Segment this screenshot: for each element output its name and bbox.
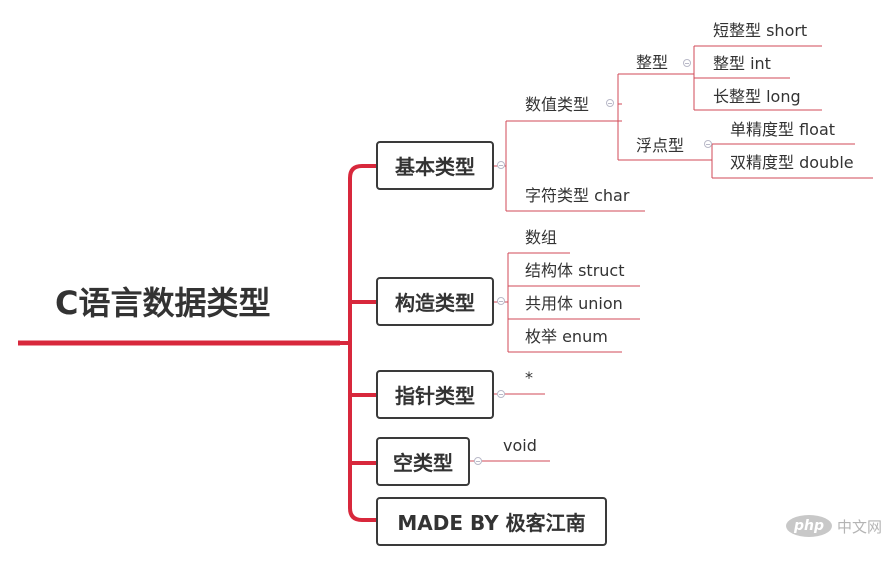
node-short[interactable]: 短整型 short <box>713 21 808 40</box>
collapse-toggle-pointer[interactable] <box>497 390 505 398</box>
node-union[interactable]: 共用体 union <box>525 294 623 313</box>
node-void[interactable]: void <box>503 436 537 455</box>
node-double[interactable]: 双精度型 double <box>730 153 854 172</box>
collapse-toggle-composite[interactable] <box>497 297 505 305</box>
collapse-toggle-void[interactable] <box>474 457 482 465</box>
node-enum[interactable]: 枚举 enum <box>525 327 608 346</box>
node-pointer-star[interactable]: * <box>525 368 533 387</box>
node-composite-types[interactable]: 构造类型 <box>376 277 494 326</box>
node-void-type[interactable]: 空类型 <box>376 437 470 486</box>
collapse-toggle-float[interactable] <box>704 140 712 148</box>
node-float-types[interactable]: 浮点型 <box>636 136 685 155</box>
watermark-text: 中文网 <box>837 517 883 536</box>
node-made-by[interactable]: MADE BY 极客江南 <box>376 497 607 546</box>
node-pointer-types[interactable]: 指针类型 <box>376 370 494 419</box>
node-integer[interactable]: 整型 <box>636 53 669 72</box>
watermark: php 中文网 <box>786 515 882 537</box>
node-struct[interactable]: 结构体 struct <box>525 261 625 280</box>
node-int[interactable]: 整型 int <box>713 54 771 73</box>
collapse-toggle-integer[interactable] <box>683 59 691 67</box>
php-logo-icon: php <box>786 515 833 537</box>
collapse-toggle-basic[interactable] <box>497 161 505 169</box>
node-numeric-types[interactable]: 数值类型 <box>525 95 590 114</box>
node-float[interactable]: 单精度型 float <box>730 120 836 139</box>
node-char[interactable]: 字符类型 char <box>525 186 630 205</box>
node-long[interactable]: 长整型 long <box>713 87 801 106</box>
node-basic-types[interactable]: 基本类型 <box>376 141 494 190</box>
root-title: C语言数据类型 <box>55 284 271 322</box>
trunk-connector <box>340 164 376 522</box>
collapse-toggle-numeric[interactable] <box>606 99 614 107</box>
node-array[interactable]: 数组 <box>525 228 558 247</box>
